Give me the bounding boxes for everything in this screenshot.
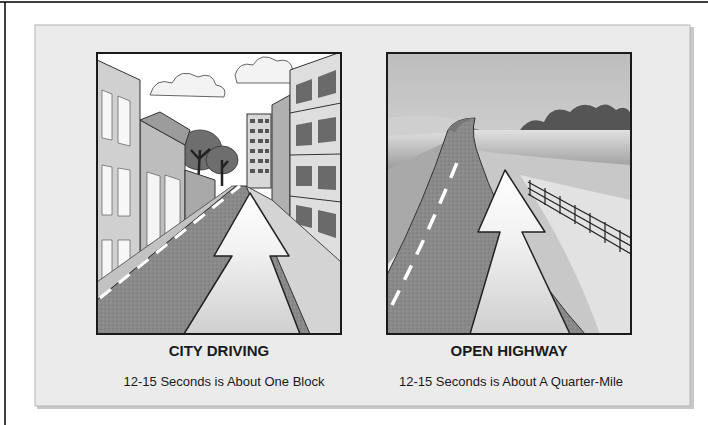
panel-caption: 12-15 Seconds is About A Quarter-Mile xyxy=(399,375,623,389)
panel-heading: OPEN HIGHWAY xyxy=(451,343,568,360)
panel-heading: CITY DRIVING xyxy=(169,343,270,360)
city-scene xyxy=(97,53,341,334)
picture-frame xyxy=(97,53,341,334)
page-edge xyxy=(4,2,6,425)
panel-caption: 12-15 Seconds is About One Block xyxy=(124,375,325,389)
highway-scene xyxy=(387,53,631,334)
figure-panel xyxy=(35,25,690,406)
picture-frame xyxy=(387,53,631,334)
page-edge xyxy=(0,1,708,3)
